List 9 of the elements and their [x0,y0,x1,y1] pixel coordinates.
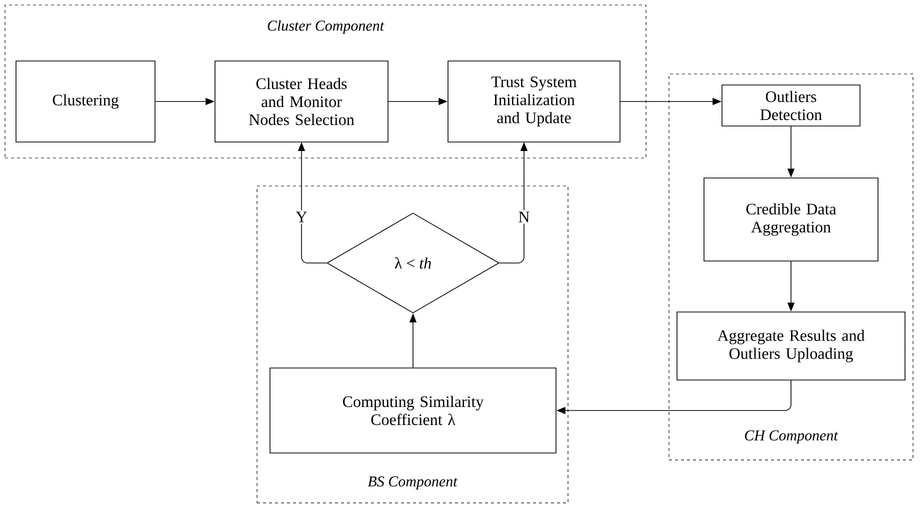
process-box: Aggregate Results and Outliers Uploading [676,312,906,380]
edge-label: N [516,210,532,224]
edge-label: Y [294,210,309,224]
process-box: Credible Data Aggregation [704,178,878,262]
process-box: Clustering [16,60,156,142]
process-box: Cluster Heads and Monitor Nodes Selection [214,60,388,142]
process-box: Trust System Initialization and Update [448,60,620,142]
process-box: Outliers Detection [722,84,860,126]
process-box: Computing Similarity Coefficient λ [270,368,556,454]
